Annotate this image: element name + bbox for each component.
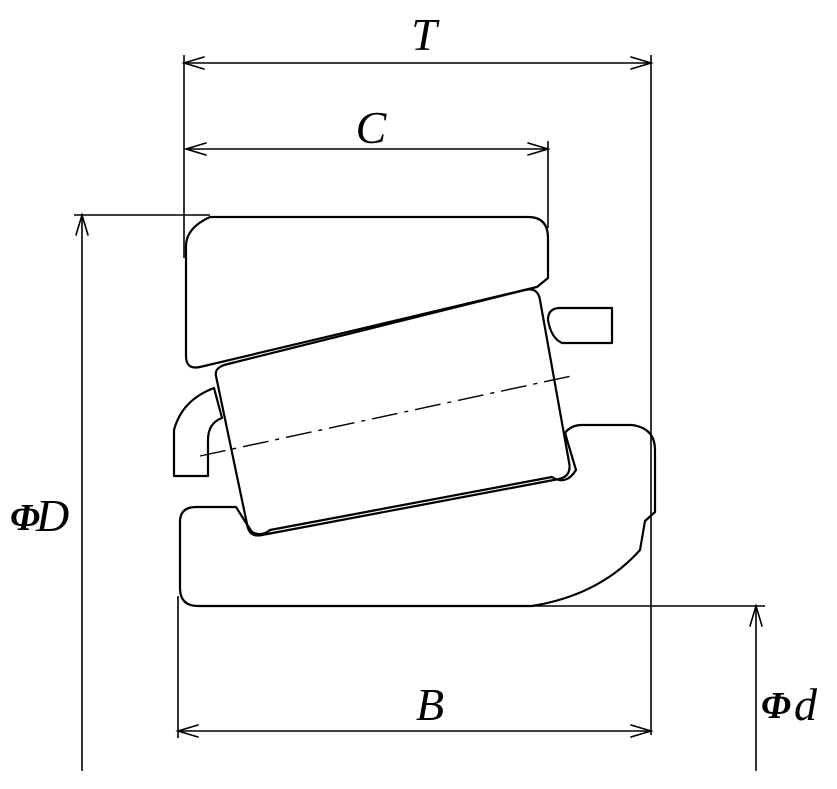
arrow-B-right <box>630 724 654 738</box>
label-phi-d-symbol: Φ <box>761 685 791 727</box>
arrow-C-right <box>527 142 551 156</box>
cage-bottom-hook <box>172 386 224 478</box>
arrow-D-top <box>75 212 89 236</box>
roller <box>214 288 571 537</box>
arrow-T-right <box>630 56 654 70</box>
label-d: d <box>794 679 818 730</box>
arrow-B-left <box>175 724 199 738</box>
label-T: T <box>411 9 440 60</box>
label-phi-D-symbol: Φ <box>10 497 40 539</box>
label-C: C <box>356 102 388 153</box>
arrow-C-left <box>183 142 207 156</box>
outer-ring <box>184 215 550 369</box>
arrow-T-left <box>181 56 205 70</box>
arrow-d-top <box>749 603 763 627</box>
label-B: B <box>416 679 444 730</box>
label-D: D <box>35 490 69 541</box>
cage-top-fragment <box>546 306 614 345</box>
inner-ring <box>178 423 657 608</box>
roller-axis-centerline <box>199 374 577 457</box>
